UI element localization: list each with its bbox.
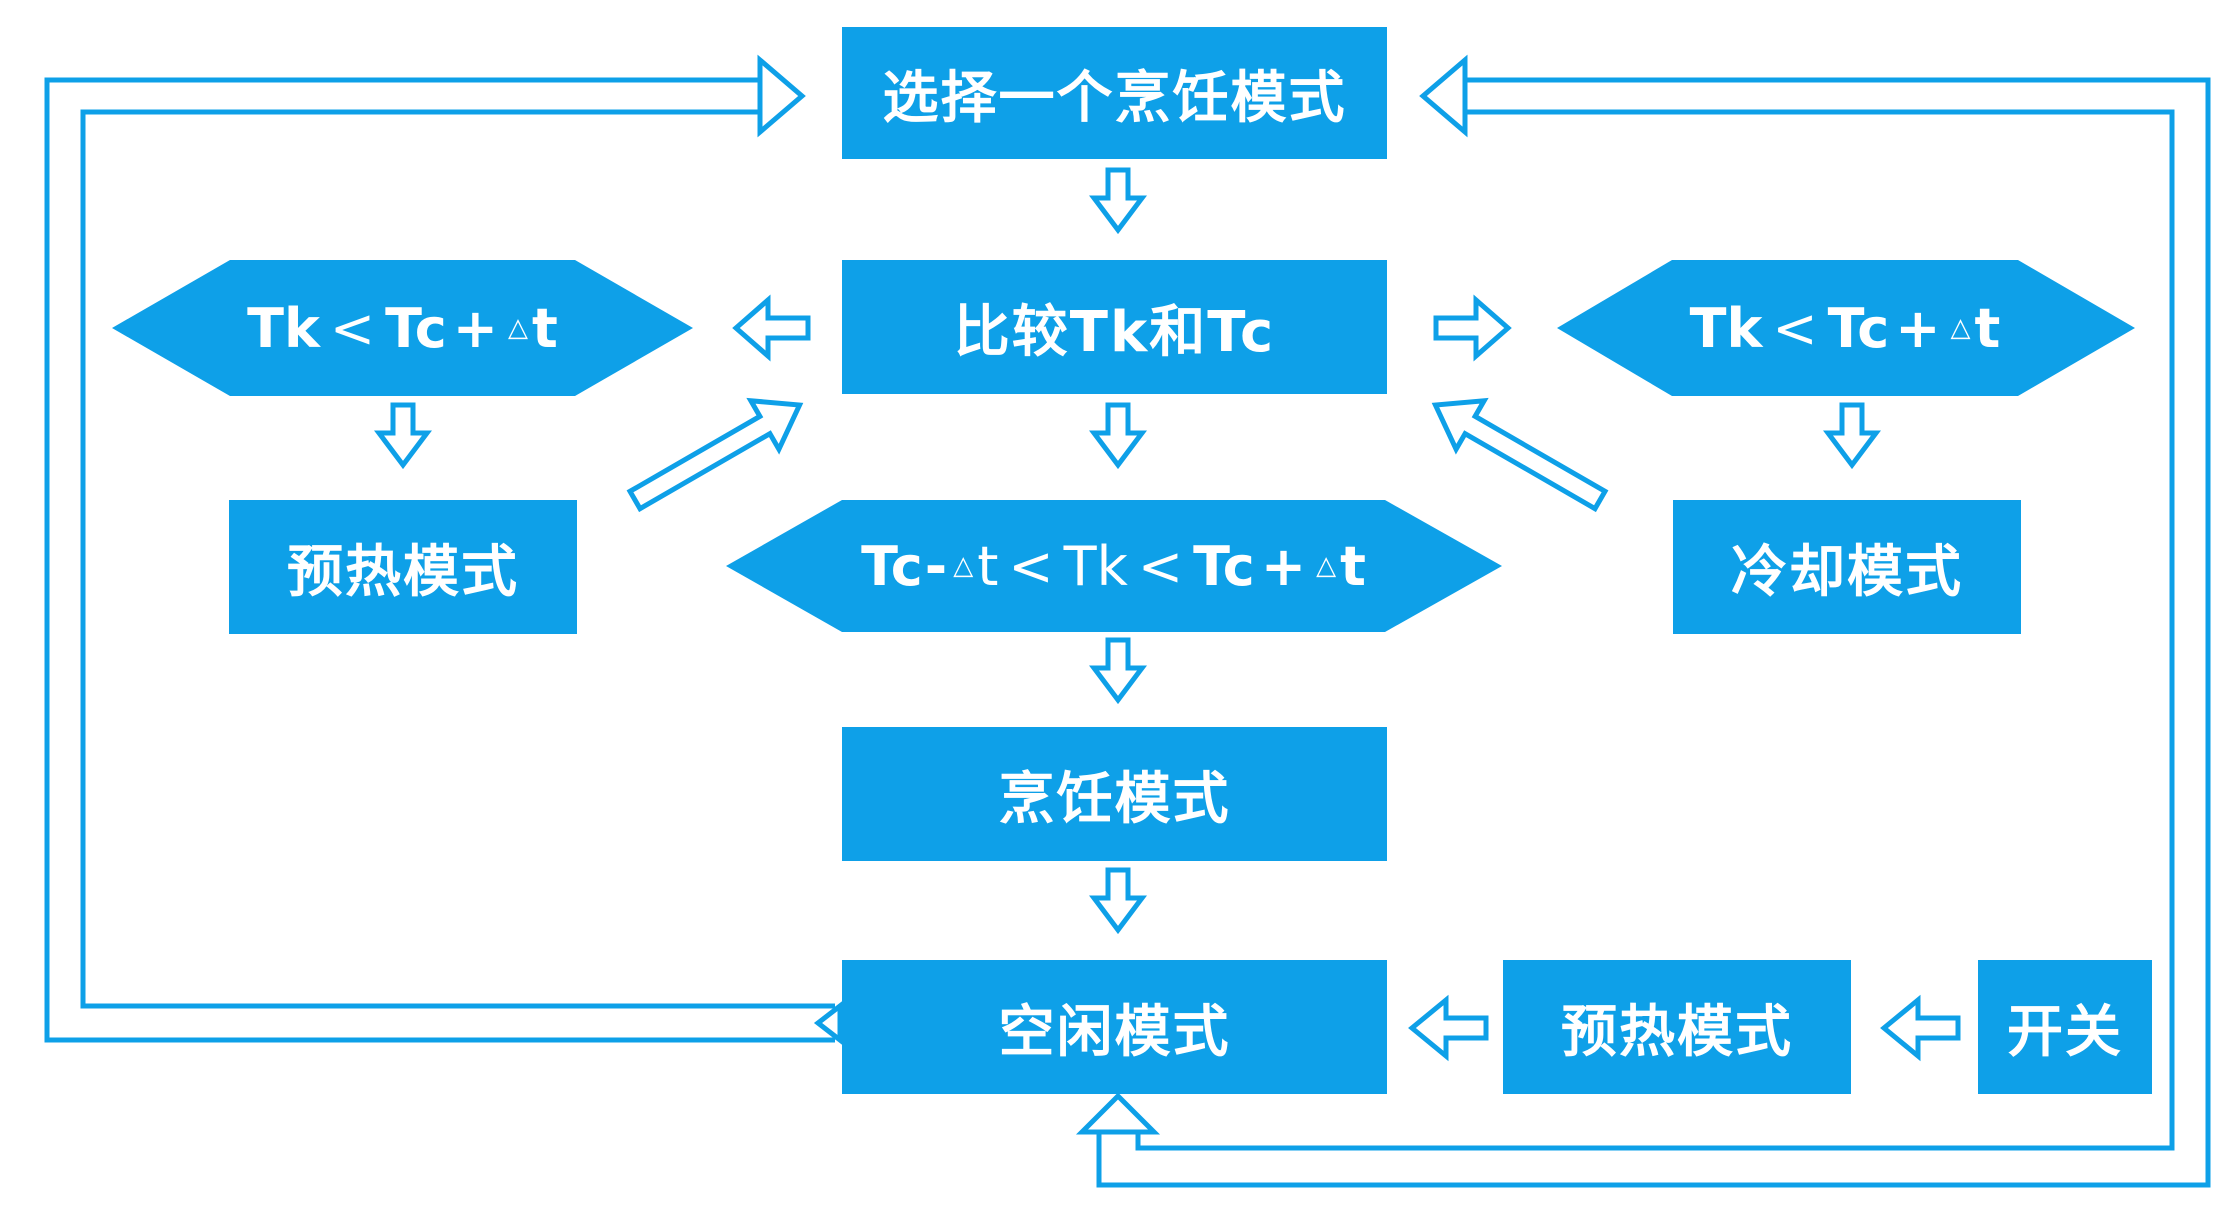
cond-left-t: t xyxy=(532,296,558,360)
delta-icon: △ xyxy=(953,551,974,581)
select-cooking-mode-box: 选择一个烹饪模式 xyxy=(842,27,1387,159)
condition-left-label: Tk < Tc + △ t xyxy=(230,260,575,396)
delta-icon: △ xyxy=(1316,551,1337,581)
condition-center-label: Tc - △ t < Tk < Tc + △ t xyxy=(842,500,1385,632)
cond-center-t2: t xyxy=(1340,534,1366,598)
cond-center-tc1: Tc xyxy=(861,534,923,598)
cond-center-lt2: < xyxy=(1137,534,1184,598)
arrow-right-compare xyxy=(1433,294,1512,362)
delta-icon: △ xyxy=(1950,313,1971,343)
condition-hexagon-center xyxy=(726,500,1502,632)
cond-right-tc: Tc xyxy=(1827,296,1890,360)
cond-center-plus: + xyxy=(1260,534,1307,598)
arrow-down-right xyxy=(1828,405,1876,465)
cond-right-lt: < xyxy=(1772,296,1818,360)
arrow-down-left xyxy=(379,405,427,465)
arrow-diagonal-left xyxy=(626,397,804,513)
cond-right-tk: Tk xyxy=(1689,296,1763,360)
delta-icon: △ xyxy=(508,313,529,343)
cond-left-tk: Tk xyxy=(247,296,320,360)
preheat-mode-box-left: 预热模式 xyxy=(229,500,577,634)
cooking-mode-box: 烹饪模式 xyxy=(842,727,1387,861)
cond-left-tc: Tc xyxy=(385,296,447,360)
cond-center-tk: Tk xyxy=(1063,534,1128,598)
cond-center-tc2: Tc xyxy=(1193,534,1255,598)
arrow-down-4 xyxy=(1094,870,1142,930)
cooling-mode-box: 冷却模式 xyxy=(1673,500,2021,634)
condition-right-label: Tk < Tc + △ t xyxy=(1672,260,2018,396)
arrow-left-idle xyxy=(1408,994,1489,1062)
arrow-down-1 xyxy=(1094,170,1142,230)
arrow-left-compare xyxy=(732,294,811,362)
arrow-down-3 xyxy=(1094,640,1142,700)
loop-left-path xyxy=(44,77,835,1043)
loop-left-arrowhead xyxy=(757,54,806,138)
loop-bottom-arrowhead xyxy=(1075,1092,1161,1135)
compare-box: 比较Tk和Tc xyxy=(842,260,1387,394)
preheat-mode-box-bottom: 预热模式 xyxy=(1503,960,1851,1094)
cond-right-t: t xyxy=(1974,296,2001,360)
cond-center-t1: t xyxy=(977,534,999,598)
arrow-left-preheat xyxy=(1880,994,1961,1062)
arrow-diagonal-right xyxy=(1431,397,1609,513)
loop-right-arrowhead xyxy=(1419,54,1468,138)
switch-box: 开关 xyxy=(1978,960,2152,1094)
idle-mode-box: 空闲模式 xyxy=(842,960,1387,1094)
cond-center-lt1: < xyxy=(1008,534,1054,598)
cond-center-minus: - xyxy=(924,534,948,598)
loop-right-path xyxy=(1096,77,2211,1188)
condition-hexagon-right xyxy=(1557,260,2135,396)
loop-idle-notch xyxy=(813,1000,843,1046)
arrow-down-2 xyxy=(1094,405,1142,465)
cond-left-lt: < xyxy=(329,296,376,360)
cond-left-plus: + xyxy=(452,296,499,360)
cond-right-plus: + xyxy=(1895,296,1941,360)
condition-hexagon-left xyxy=(112,260,693,396)
